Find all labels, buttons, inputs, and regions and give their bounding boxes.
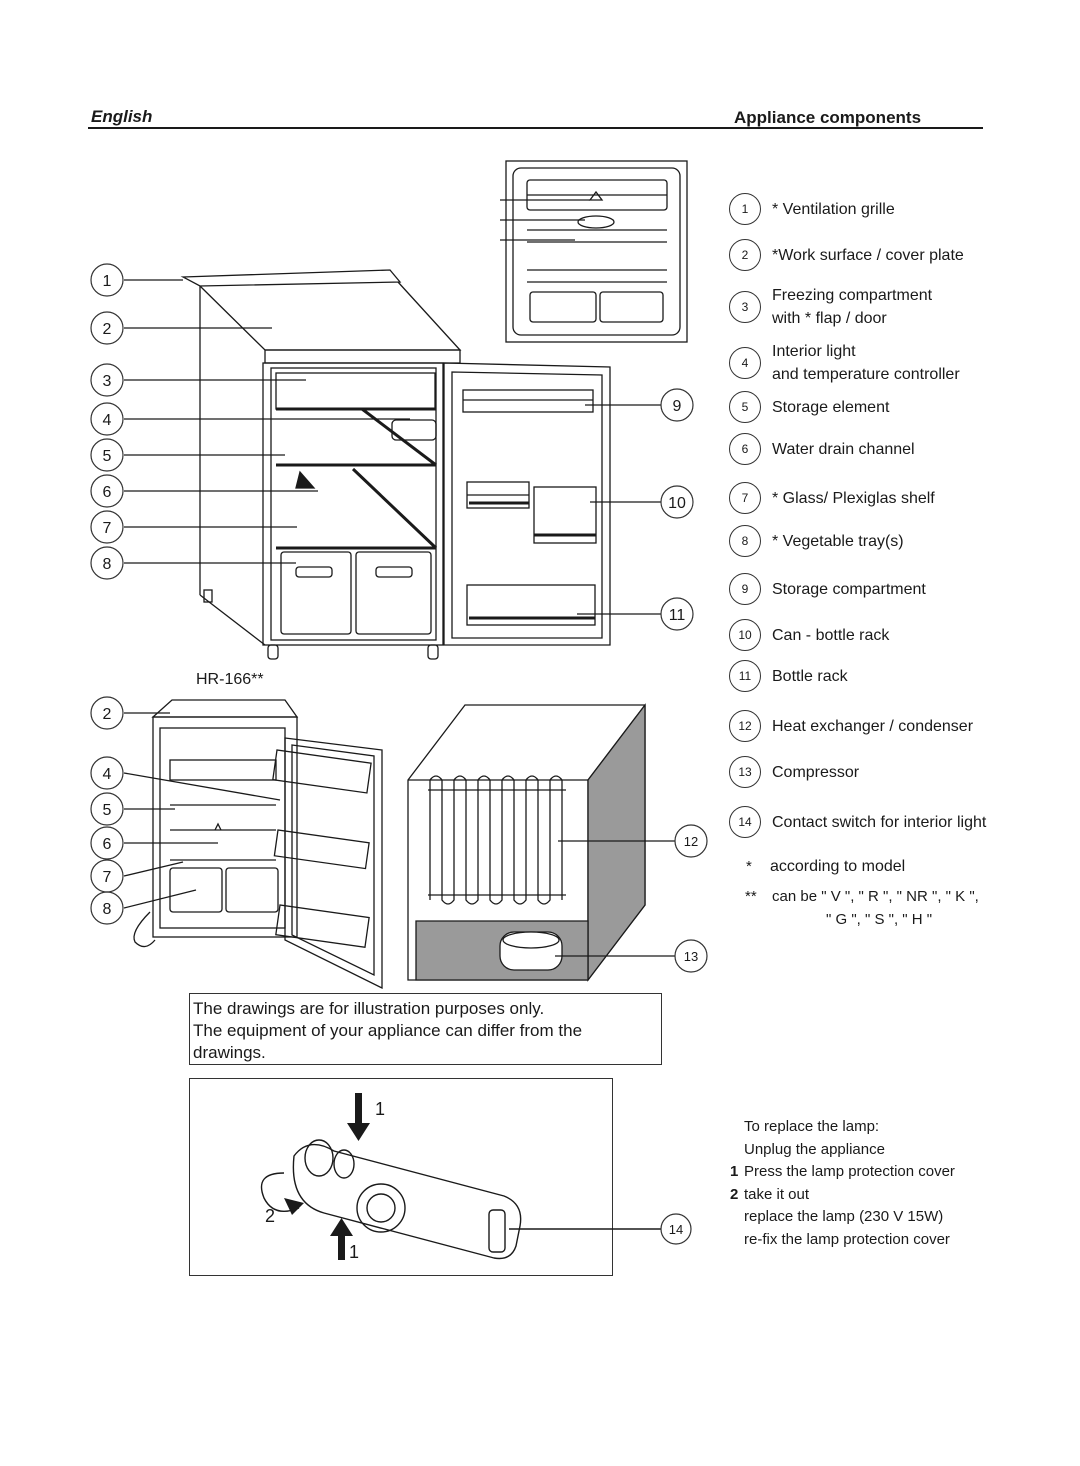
callout-lower-8: 8	[103, 901, 112, 918]
note-star-text: according to model	[770, 858, 906, 875]
legend-item-2: 2*Work surface / cover plate	[729, 239, 964, 271]
callout-3: 3	[103, 373, 112, 390]
lamp-instructions: To replace the lamp: Unplug the applianc…	[730, 1118, 955, 1248]
callout-10: 10	[668, 495, 686, 512]
lamp-figure: 1 2 1 14	[260, 1093, 692, 1262]
lamp-step-arrow-top-label: 1	[375, 1099, 385, 1119]
callout-1: 1	[103, 273, 112, 290]
callout-4: 4	[103, 412, 112, 429]
callout-13: 13	[684, 949, 698, 964]
language-label: English	[91, 107, 153, 126]
callout-11: 11	[669, 607, 686, 624]
legend-item-7: 7* Glass/ Plexiglas shelf	[729, 482, 935, 514]
header-rule	[88, 127, 983, 129]
illustration-note: The drawings are for illustration purpos…	[189, 993, 662, 1065]
callout-2: 2	[103, 321, 112, 338]
lamp-rotate-label: 2	[265, 1206, 275, 1226]
note-star-mark: *	[746, 858, 752, 875]
section-title: Appliance components	[734, 108, 922, 127]
callout-6: 6	[103, 484, 112, 501]
note-double-star-line1: can be " V ", " R ", " NR ", " K ",	[772, 888, 979, 905]
callout-lower-2: 2	[103, 706, 112, 723]
lamp-step-arrow-bottom-label: 1	[349, 1242, 359, 1262]
callout-9: 9	[673, 398, 682, 415]
callout-14: 14	[669, 1222, 683, 1237]
callout-lower-6: 6	[103, 836, 112, 853]
model-label: HR-166**	[196, 671, 264, 688]
callout-lower-4: 4	[103, 766, 112, 783]
note-double-star-mark: **	[745, 888, 757, 905]
callout-12: 12	[684, 834, 698, 849]
note-double-star-line2: " G ", " S ", " H "	[826, 911, 933, 928]
lamp-figure-frame	[189, 1078, 613, 1276]
callout-7: 7	[103, 520, 112, 537]
callout-8: 8	[103, 556, 112, 573]
callout-5: 5	[103, 448, 112, 465]
freezer-detail-frame	[505, 160, 688, 343]
vent-grille	[180, 269, 402, 287]
legend-item-1: 1* Ventilation grille	[729, 193, 895, 225]
callout-lower-5: 5	[103, 802, 112, 819]
callout-lower-7: 7	[103, 869, 112, 886]
legend-item-8: 8* Vegetable tray(s)	[729, 525, 904, 557]
